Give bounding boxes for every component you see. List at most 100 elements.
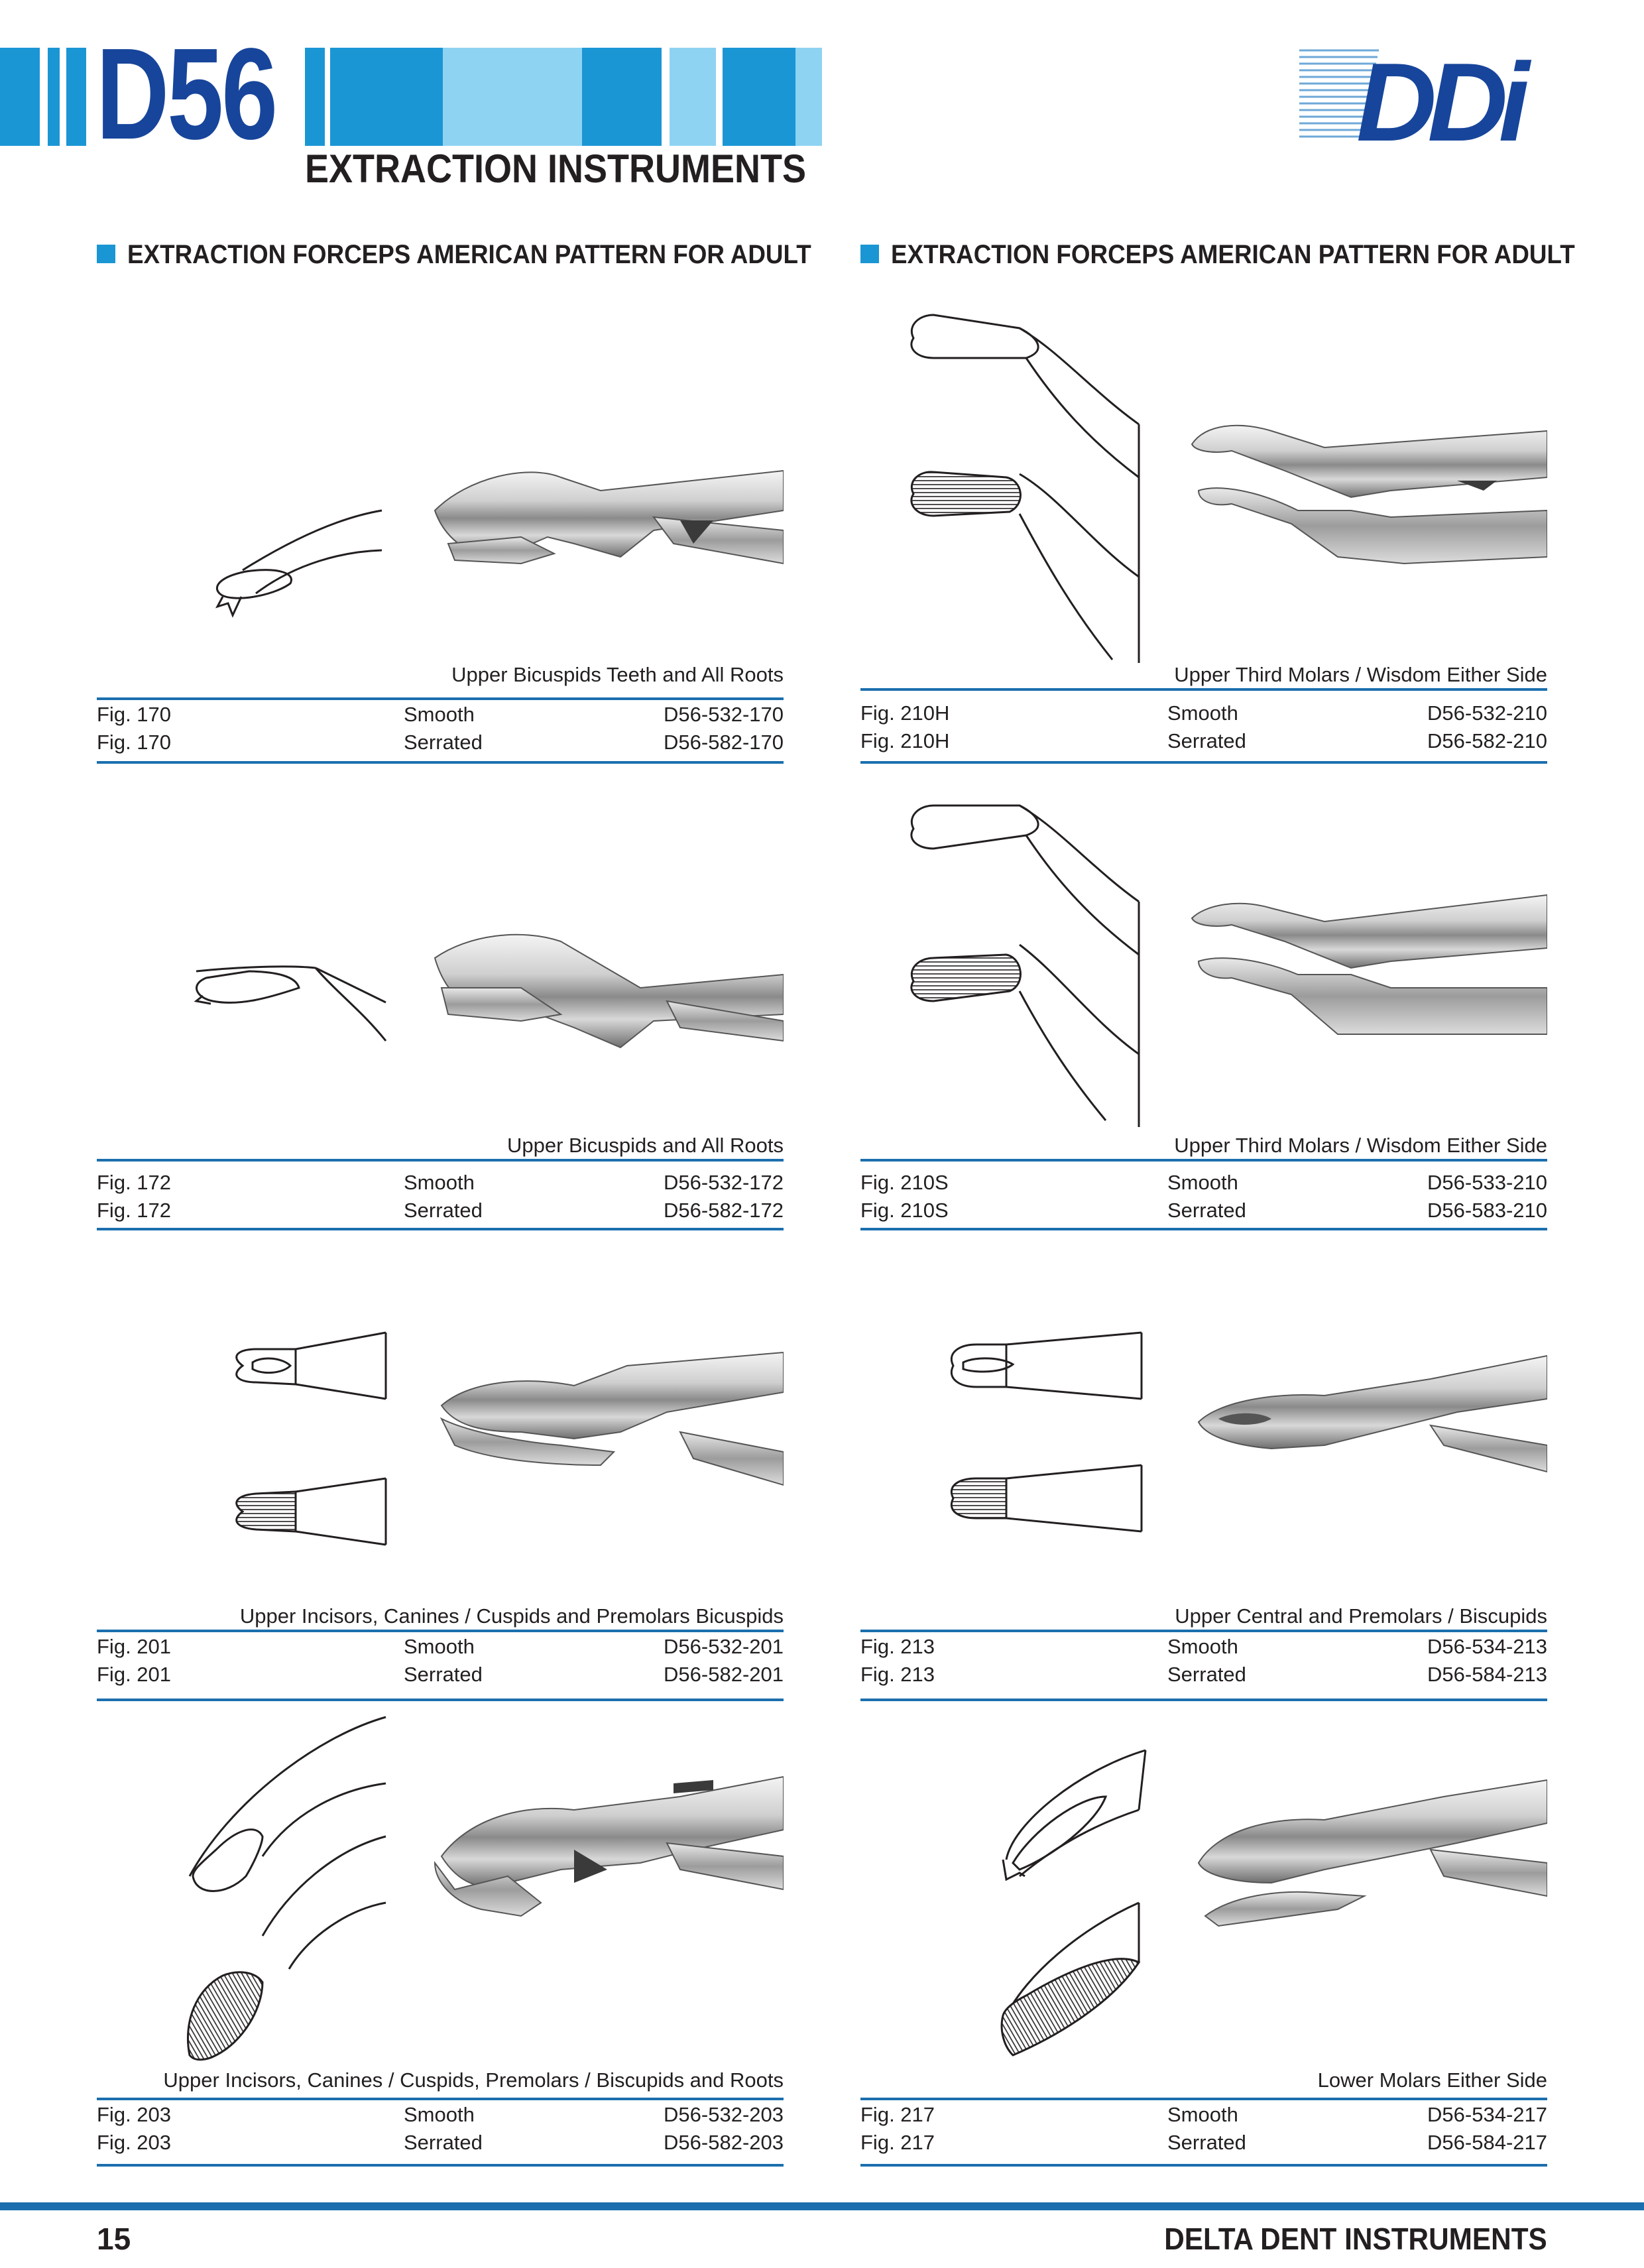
product-description: Upper Incisors, Canines / Cuspids and Pr…	[239, 1604, 784, 1628]
forceps-217-drawing	[1000, 1749, 1547, 2057]
product-description: Upper Bicuspids Teeth and All Roots	[451, 663, 784, 686]
product-description: Upper Incisors, Canines / Cuspids, Premo…	[163, 2068, 784, 2092]
table-row: Fig. 210H Serrated D56-582-210	[860, 728, 1547, 754]
table-row: Fig. 172 Serrated D56-582-172	[97, 1197, 784, 1224]
table-row: Fig. 203 Smooth D56-532-203	[97, 2102, 784, 2128]
divider	[860, 761, 1547, 764]
divider	[97, 1228, 784, 1230]
finish-label: Smooth	[1167, 1171, 1238, 1194]
product-code: D56-582-201	[664, 1663, 784, 1686]
forceps-210h-drawing	[910, 314, 1547, 663]
table-row: Fig. 213 Smooth D56-534-213	[860, 1634, 1547, 1660]
divider	[97, 761, 784, 764]
table-row: Fig. 201 Serrated D56-582-201	[97, 1661, 784, 1688]
product-fig-217: Lower Molars Either Side Fig. 217 Smooth…	[860, 1710, 1547, 2175]
finish-label: Smooth	[404, 703, 475, 726]
divider	[97, 1630, 784, 1632]
product-fig-213: Upper Central and Premolars / Biscupids …	[860, 1233, 1547, 1710]
divider	[97, 697, 784, 700]
divider	[97, 1699, 784, 1701]
header-banner	[0, 48, 822, 146]
finish-label: Serrated	[404, 1199, 483, 1222]
table-row: Fig. 217 Serrated D56-584-217	[860, 2129, 1547, 2156]
divider	[860, 1699, 1547, 1701]
fig-label: Fig. 210S	[860, 1171, 949, 1194]
divider	[860, 1228, 1547, 1230]
finish-label: Serrated	[404, 1663, 483, 1686]
product-description: Upper Third Molars / Wisdom Either Side	[1174, 663, 1547, 686]
table-row: Fig. 210S Smooth D56-533-210	[860, 1169, 1547, 1196]
footer-brand: DELTA DENT INSTRUMENTS	[1164, 2222, 1547, 2256]
product-code: D56-532-172	[664, 1171, 784, 1194]
forceps-172-drawing	[194, 933, 784, 1049]
product-description: Upper Third Molars / Wisdom Either Side	[1174, 1134, 1547, 1157]
forceps-201-drawing	[235, 1331, 784, 1546]
finish-label: Smooth	[1167, 1635, 1238, 1658]
finish-label: Smooth	[404, 2103, 475, 2126]
product-fig-210s: Upper Third Molars / Wisdom Either Side …	[860, 769, 1547, 1233]
product-fig-210h: Upper Third Molars / Wisdom Either Side …	[860, 292, 1547, 769]
product-code: D56-582-210	[1427, 729, 1547, 752]
product-fig-170: Upper Bicuspids Teeth and All Roots Fig.…	[97, 292, 784, 769]
table-row: Fig. 170 Serrated D56-582-170	[97, 729, 784, 756]
page-subtitle: EXTRACTION INSTRUMENTS	[305, 147, 806, 191]
finish-label: Serrated	[404, 2131, 483, 2154]
product-description: Upper Central and Premolars / Biscupids	[1175, 1604, 1547, 1628]
forceps-170-drawing	[215, 469, 784, 618]
finish-label: Serrated	[1167, 729, 1246, 752]
finish-label: Smooth	[404, 1635, 475, 1658]
product-code: D56-532-201	[664, 1635, 784, 1658]
forceps-210s-drawing	[910, 804, 1547, 1127]
divider	[860, 1159, 1547, 1162]
divider	[97, 2098, 784, 2100]
product-fig-172: Upper Bicuspids and All Roots Fig. 172 S…	[97, 769, 784, 1233]
product-code: D56-584-217	[1427, 2131, 1547, 2154]
table-row: Fig. 217 Smooth D56-534-217	[860, 2102, 1547, 2128]
fig-label: Fig. 203	[97, 2131, 172, 2154]
divider	[860, 2164, 1547, 2167]
finish-label: Serrated	[404, 731, 483, 754]
section-heading-left: EXTRACTION FORCEPS AMERICAN PATTERN FOR …	[97, 239, 870, 270]
table-row: Fig. 172 Smooth D56-532-172	[97, 1169, 784, 1196]
fig-label: Fig. 170	[97, 731, 172, 754]
fig-label: Fig. 172	[97, 1199, 172, 1222]
product-fig-201: Upper Incisors, Canines / Cuspids and Pr…	[97, 1233, 784, 1710]
product-description: Upper Bicuspids and All Roots	[506, 1134, 784, 1157]
divider	[860, 2098, 1547, 2100]
divider	[97, 2164, 784, 2167]
fig-label: Fig. 170	[97, 703, 172, 726]
product-code: D56-534-213	[1427, 1635, 1547, 1658]
divider	[860, 1630, 1547, 1632]
heading-square-icon	[97, 245, 115, 263]
finish-label: Smooth	[1167, 701, 1238, 725]
fig-label: Fig. 217	[860, 2103, 935, 2126]
table-row: Fig. 201 Smooth D56-532-201	[97, 1634, 784, 1660]
fig-label: Fig. 172	[97, 1171, 172, 1194]
fig-label: Fig. 213	[860, 1635, 935, 1658]
product-code: D56-534-217	[1427, 2103, 1547, 2126]
finish-label: Serrated	[1167, 2131, 1246, 2154]
divider	[97, 1159, 784, 1162]
product-description: Lower Molars Either Side	[1317, 2068, 1547, 2092]
table-row: Fig. 210H Smooth D56-532-210	[860, 700, 1547, 727]
finish-label: Serrated	[1167, 1199, 1246, 1222]
forceps-213-drawing	[951, 1331, 1547, 1533]
fig-label: Fig. 201	[97, 1635, 172, 1658]
fig-label: Fig. 210S	[860, 1199, 949, 1222]
finish-label: Serrated	[1167, 1663, 1246, 1686]
product-code: D56-582-203	[664, 2131, 784, 2154]
fig-label: Fig. 203	[97, 2103, 172, 2126]
product-code: D56-533-210	[1427, 1171, 1547, 1194]
page-number: 15	[97, 2222, 131, 2256]
product-code: D56-584-213	[1427, 1663, 1547, 1686]
product-code: D56-532-203	[664, 2103, 784, 2126]
product-code: D56-583-210	[1427, 1199, 1547, 1222]
catalog-code: D56	[89, 29, 286, 159]
table-row: Fig. 170 Smooth D56-532-170	[97, 701, 784, 728]
product-code: D56-582-172	[664, 1199, 784, 1222]
fig-label: Fig. 201	[97, 1663, 172, 1686]
fig-label: Fig. 210H	[860, 729, 950, 752]
product-code: D56-532-210	[1427, 701, 1547, 725]
fig-label: Fig. 213	[860, 1663, 935, 1686]
ddi-logo: DDi	[1299, 46, 1541, 146]
